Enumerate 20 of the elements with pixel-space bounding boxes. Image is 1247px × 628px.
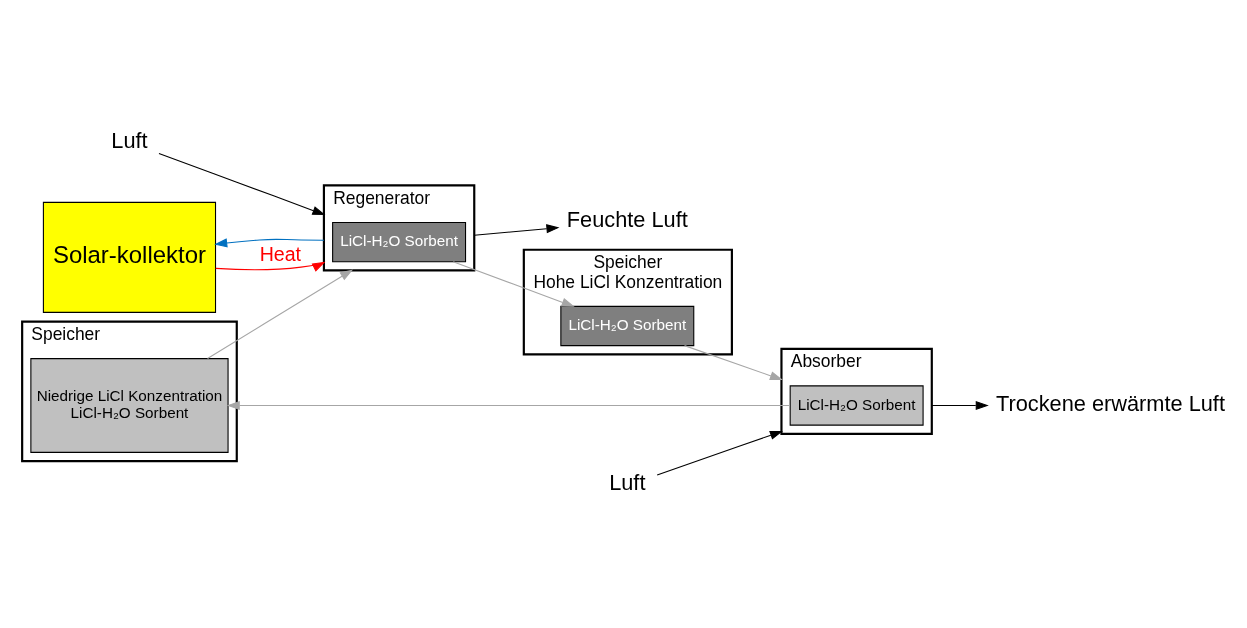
node-box: Niedrige LiCl Konzentration LiCl-H₂O Sorbent — [30, 358, 229, 453]
node-box: LiCl-H₂O Sorbent — [789, 385, 924, 426]
node-box: LiCl-H₂O Sorbent — [332, 221, 467, 263]
arrow — [214, 238, 325, 248]
arrow — [226, 400, 791, 411]
node-box: Solar-kollektor — [42, 201, 217, 313]
arrow — [452, 261, 575, 307]
arrow — [473, 224, 560, 236]
arrow — [656, 430, 783, 476]
node-text: Feuchte Luft — [566, 206, 688, 232]
arrow — [931, 400, 989, 411]
node-text: Luft — [609, 470, 646, 496]
node-box: LiCl-H₂O Sorbent — [560, 305, 695, 347]
edge-label: Heat — [259, 243, 302, 266]
node-text: Trockene erwärmte Luft — [995, 390, 1225, 416]
node-text: Luft — [111, 128, 148, 154]
arrow — [215, 261, 326, 272]
arrow — [684, 345, 783, 381]
arrow — [158, 152, 326, 216]
arrow — [207, 269, 354, 359]
